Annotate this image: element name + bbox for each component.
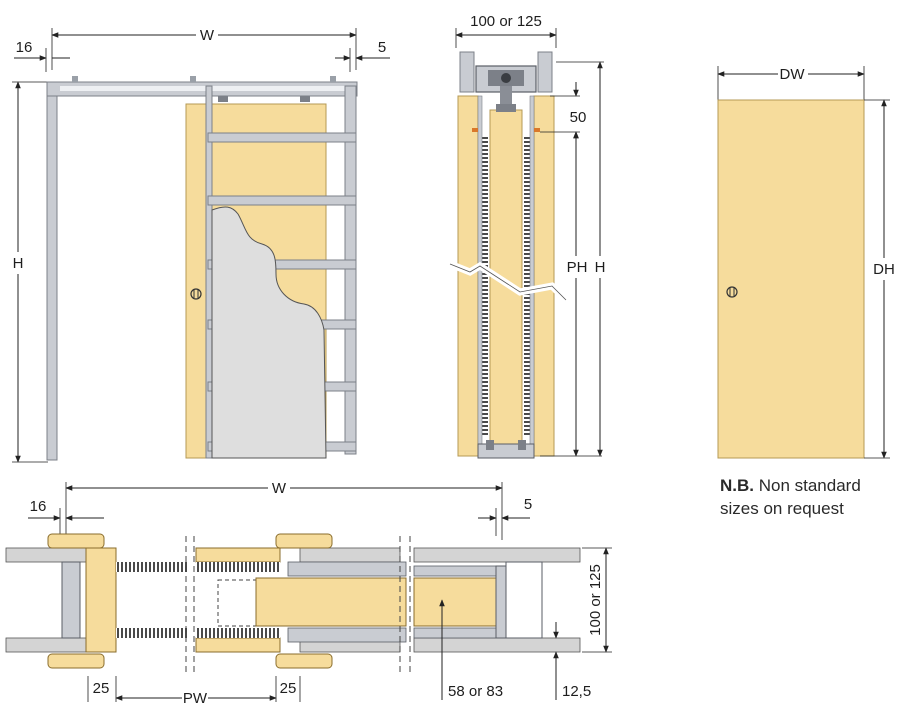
front-elevation: W 16 5 H bbox=[10, 26, 390, 463]
plan-width-label: W bbox=[272, 480, 287, 497]
door-panel bbox=[717, 99, 865, 459]
front-right-offset: 5 bbox=[378, 39, 386, 56]
door-elevation: DW DH bbox=[717, 64, 898, 459]
front-door-handle bbox=[190, 288, 202, 300]
side-passage-height-label: PH bbox=[567, 259, 588, 276]
plan-passage-width-label: PW bbox=[183, 690, 208, 707]
front-left-offset: 16 bbox=[16, 39, 33, 56]
plan-dim-25-left: 25 bbox=[93, 680, 110, 697]
plan-left-offset: 16 bbox=[30, 498, 47, 515]
note: N.B. Non standard sizes on request bbox=[720, 474, 910, 520]
front-width-label: W bbox=[200, 27, 215, 44]
plan-right-offset: 5 bbox=[524, 496, 532, 513]
door-handle bbox=[726, 286, 738, 298]
plan-thickness-label: 100 or 125 bbox=[587, 564, 604, 636]
front-height-label: H bbox=[13, 255, 24, 272]
side-height-label: H bbox=[595, 259, 606, 276]
plan-dim-25-right: 25 bbox=[280, 680, 297, 697]
plan-gap: 12,5 bbox=[562, 683, 591, 700]
note-line1: Non standard bbox=[754, 476, 861, 495]
door-height-label: DH bbox=[873, 261, 895, 278]
plan-door-panel bbox=[255, 577, 407, 627]
note-prefix: N.B. bbox=[720, 476, 754, 495]
front-plaster-cutaway bbox=[211, 206, 327, 459]
note-line2: sizes on request bbox=[720, 499, 844, 518]
side-thickness-label: 100 or 125 bbox=[470, 13, 542, 30]
side-section: 100 or 125 50 bbox=[448, 13, 608, 459]
plan-door-thickness: 58 or 83 bbox=[448, 683, 503, 700]
side-top-dim: 50 bbox=[570, 109, 587, 126]
plan-section: W 16 5 bbox=[5, 478, 612, 707]
door-width-label: DW bbox=[780, 66, 806, 83]
